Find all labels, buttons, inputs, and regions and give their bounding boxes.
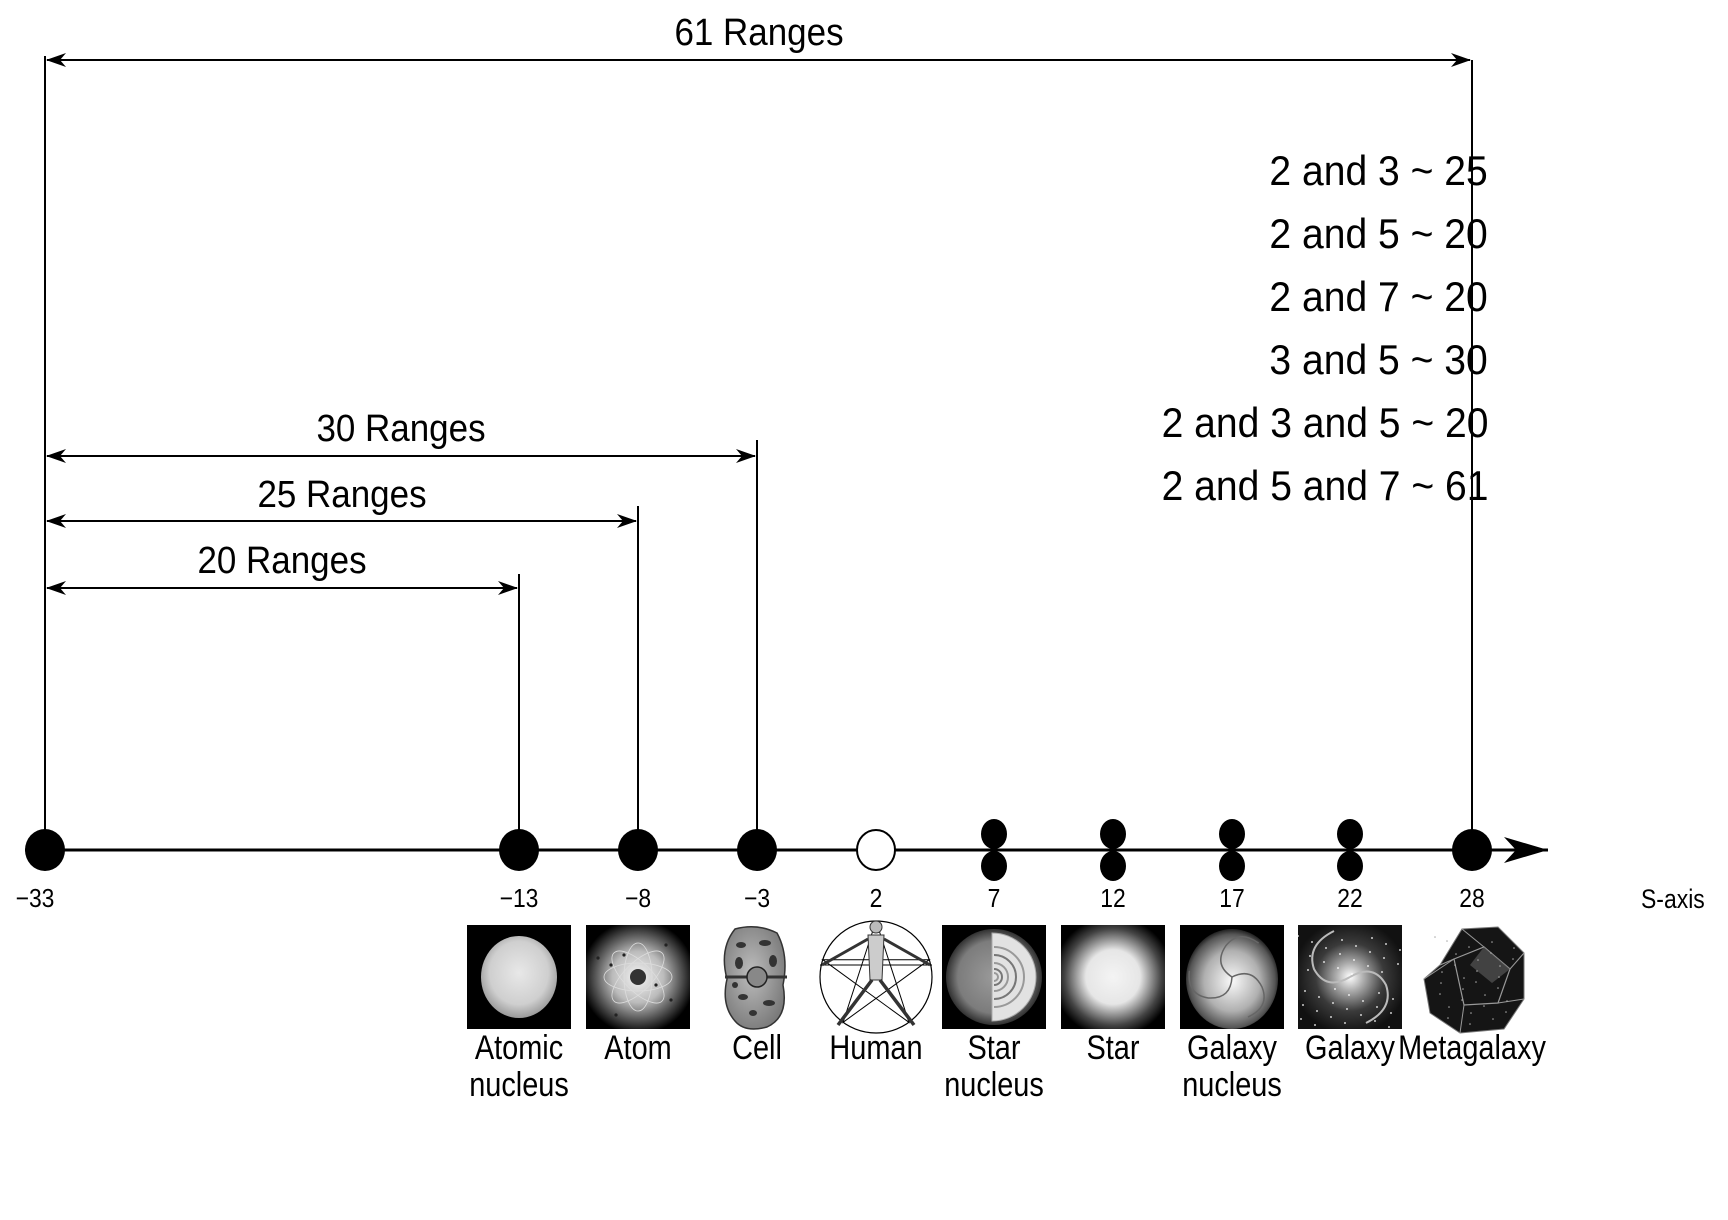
node-open — [856, 829, 896, 871]
object-label-line2: nucleus — [944, 1066, 1044, 1104]
combination-line: 2 and 3 ~ 25 — [1269, 147, 1488, 194]
combination-line: 2 and 3 and 5 ~ 20 — [1161, 399, 1488, 446]
object-label-line1: Atom — [604, 1029, 672, 1067]
object-label-line1: Galaxy — [1187, 1029, 1277, 1067]
node-double-upper — [1219, 819, 1245, 849]
node-double-lower — [1100, 851, 1126, 881]
galaxy-icon — [1297, 925, 1402, 1029]
tick-label: 12 — [1100, 883, 1126, 913]
vitruvian-human-icon — [819, 920, 933, 1034]
galaxy-nucleus-icon — [1180, 925, 1284, 1029]
range-label-20: 20 Ranges — [197, 540, 367, 582]
tick-label: 7 — [987, 883, 1001, 913]
node-double-lower — [1337, 851, 1363, 881]
axis-nodes — [25, 819, 1492, 881]
object-label-line1: Star — [1086, 1029, 1140, 1067]
object-label-star: Star — [1086, 1030, 1139, 1067]
node-double-upper — [1100, 819, 1126, 849]
object-label-line1: Metagalaxy — [1398, 1029, 1546, 1067]
node-filled — [618, 829, 658, 871]
node-double-lower — [1219, 851, 1245, 881]
object-label-line2: nucleus — [1182, 1066, 1282, 1104]
range-brackets — [44, 53, 1473, 850]
object-label-line1: Galaxy — [1305, 1029, 1395, 1067]
metagalaxy-icon — [1423, 926, 1525, 1034]
object-label-line1: Human — [829, 1029, 923, 1067]
object-label-galaxy: Galaxy — [1305, 1030, 1395, 1067]
tick-label: −3 — [743, 883, 771, 913]
node-double-upper — [1337, 819, 1363, 849]
range-label-25: 25 Ranges — [256, 474, 427, 516]
object-label-line1: Star — [967, 1029, 1021, 1067]
tick-label: −8 — [624, 883, 652, 913]
range-label-30: 30 Ranges — [316, 408, 486, 450]
combination-line: 2 and 5 and 7 ~ 61 — [1161, 462, 1488, 509]
object-label-metagalaxy: Metagalaxy — [1398, 1030, 1546, 1067]
combination-line: 2 and 7 ~ 20 — [1269, 273, 1488, 320]
object-label-atom: Atom — [604, 1030, 671, 1067]
object-label-line2: nucleus — [469, 1066, 569, 1104]
node-filled — [25, 829, 65, 871]
axis-name: S-axis — [1641, 884, 1705, 914]
tick-label: 2 — [869, 883, 883, 913]
object-label-line1: Cell — [732, 1029, 782, 1067]
node-filled — [499, 829, 539, 871]
combination-line: 2 and 5 ~ 20 — [1269, 210, 1488, 257]
tick-label: −33 — [15, 883, 55, 913]
tick-label: 28 — [1459, 883, 1485, 913]
node-filled — [737, 829, 777, 871]
object-label-human: Human — [829, 1030, 922, 1067]
star-icon — [1061, 925, 1165, 1029]
range-label-61: 61 Ranges — [673, 12, 844, 54]
tick-label: 22 — [1337, 883, 1363, 913]
object-label-line1: Atomic — [474, 1029, 564, 1067]
combination-line: 3 and 5 ~ 30 — [1269, 336, 1488, 383]
atomic-nucleus-icon — [467, 925, 571, 1029]
node-double-upper — [981, 819, 1007, 849]
object-label-cell: Cell — [732, 1030, 782, 1067]
atom-icon — [586, 925, 690, 1029]
tick-label: −13 — [499, 883, 539, 913]
node-double-lower — [981, 851, 1007, 881]
cell-icon — [723, 926, 787, 1030]
star-nucleus-icon — [942, 925, 1046, 1029]
tick-label: 17 — [1219, 883, 1245, 913]
node-filled — [1452, 829, 1492, 871]
object-icons — [467, 920, 1525, 1034]
